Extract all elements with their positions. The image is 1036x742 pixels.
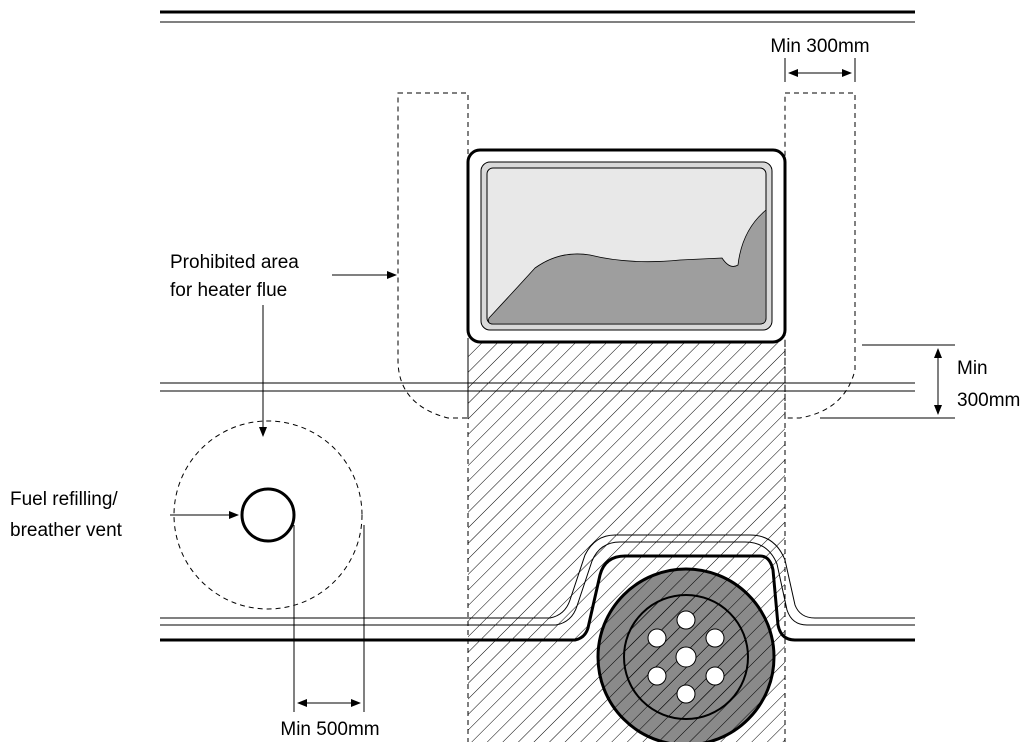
prohibited-area-label-line2: for heater flue (170, 280, 287, 301)
wheel (596, 567, 776, 742)
dimension-min-500mm: Min 500mm (280, 525, 380, 740)
wheel-hub (675, 646, 697, 668)
min-300mm-right-label-line1: Min (957, 358, 988, 379)
wheel-bolt (676, 684, 696, 704)
prohibited-area-fuel-vent (173, 420, 363, 610)
dimension-min-300mm-right: Min 300mm (820, 344, 1020, 419)
fuel-vent-label-line1: Fuel refilling/ (10, 489, 118, 510)
min-300mm-right-label-line2: 300mm (957, 390, 1020, 411)
prohibited-area-label-line1: Prohibited area (170, 252, 299, 273)
window (466, 148, 787, 344)
wheel-bolt (705, 628, 725, 648)
wheel-bolt (705, 666, 725, 686)
min-300mm-top-label: Min 300mm (770, 36, 869, 57)
belt-line (160, 382, 915, 392)
fuel-vent-callout: Fuel refilling/ breather vent (10, 489, 239, 541)
wheel-bolt (676, 610, 696, 630)
prohibited-area-right (784, 92, 856, 419)
wheel-bolt (647, 666, 667, 686)
min-500mm-label: Min 500mm (280, 719, 379, 740)
wheel-bolt (647, 628, 667, 648)
window-reflection (488, 209, 767, 325)
dimension-min-300mm-top: Min 300mm (770, 36, 870, 82)
sill-line (160, 534, 915, 642)
prohibited-area-callout: Prohibited area for heater flue (170, 252, 397, 437)
fuel-vent-label-line2: breather vent (10, 520, 123, 541)
roof-line (160, 10, 915, 23)
fuel-vent (240, 487, 296, 543)
prohibited-area-left (397, 92, 469, 419)
